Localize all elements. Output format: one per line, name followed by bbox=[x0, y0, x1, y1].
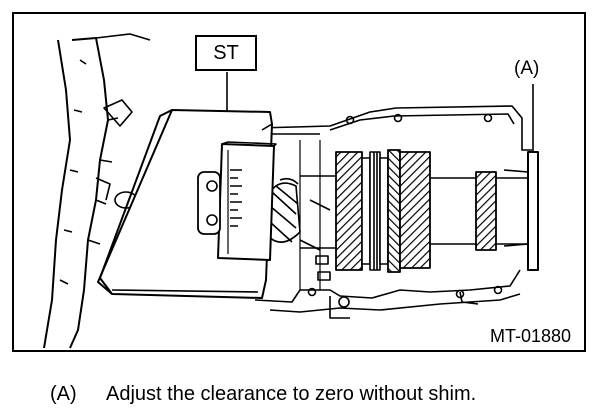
callout-a-label: (A) bbox=[514, 58, 540, 79]
gear-shaft-assembly bbox=[299, 140, 530, 290]
part-a-shim bbox=[527, 84, 539, 271]
depth-gauge bbox=[197, 141, 277, 261]
figure-id: MT-01880 bbox=[490, 326, 572, 346]
case-left-wall bbox=[43, 33, 151, 349]
st-tool-label: ST bbox=[195, 35, 257, 71]
caption: (A) Adjust the clearance to zero without … bbox=[50, 383, 476, 406]
caption-marker: (A) bbox=[50, 383, 77, 405]
output-spline bbox=[265, 177, 301, 243]
caption-text: Adjust the clearance to zero without shi… bbox=[106, 383, 477, 405]
